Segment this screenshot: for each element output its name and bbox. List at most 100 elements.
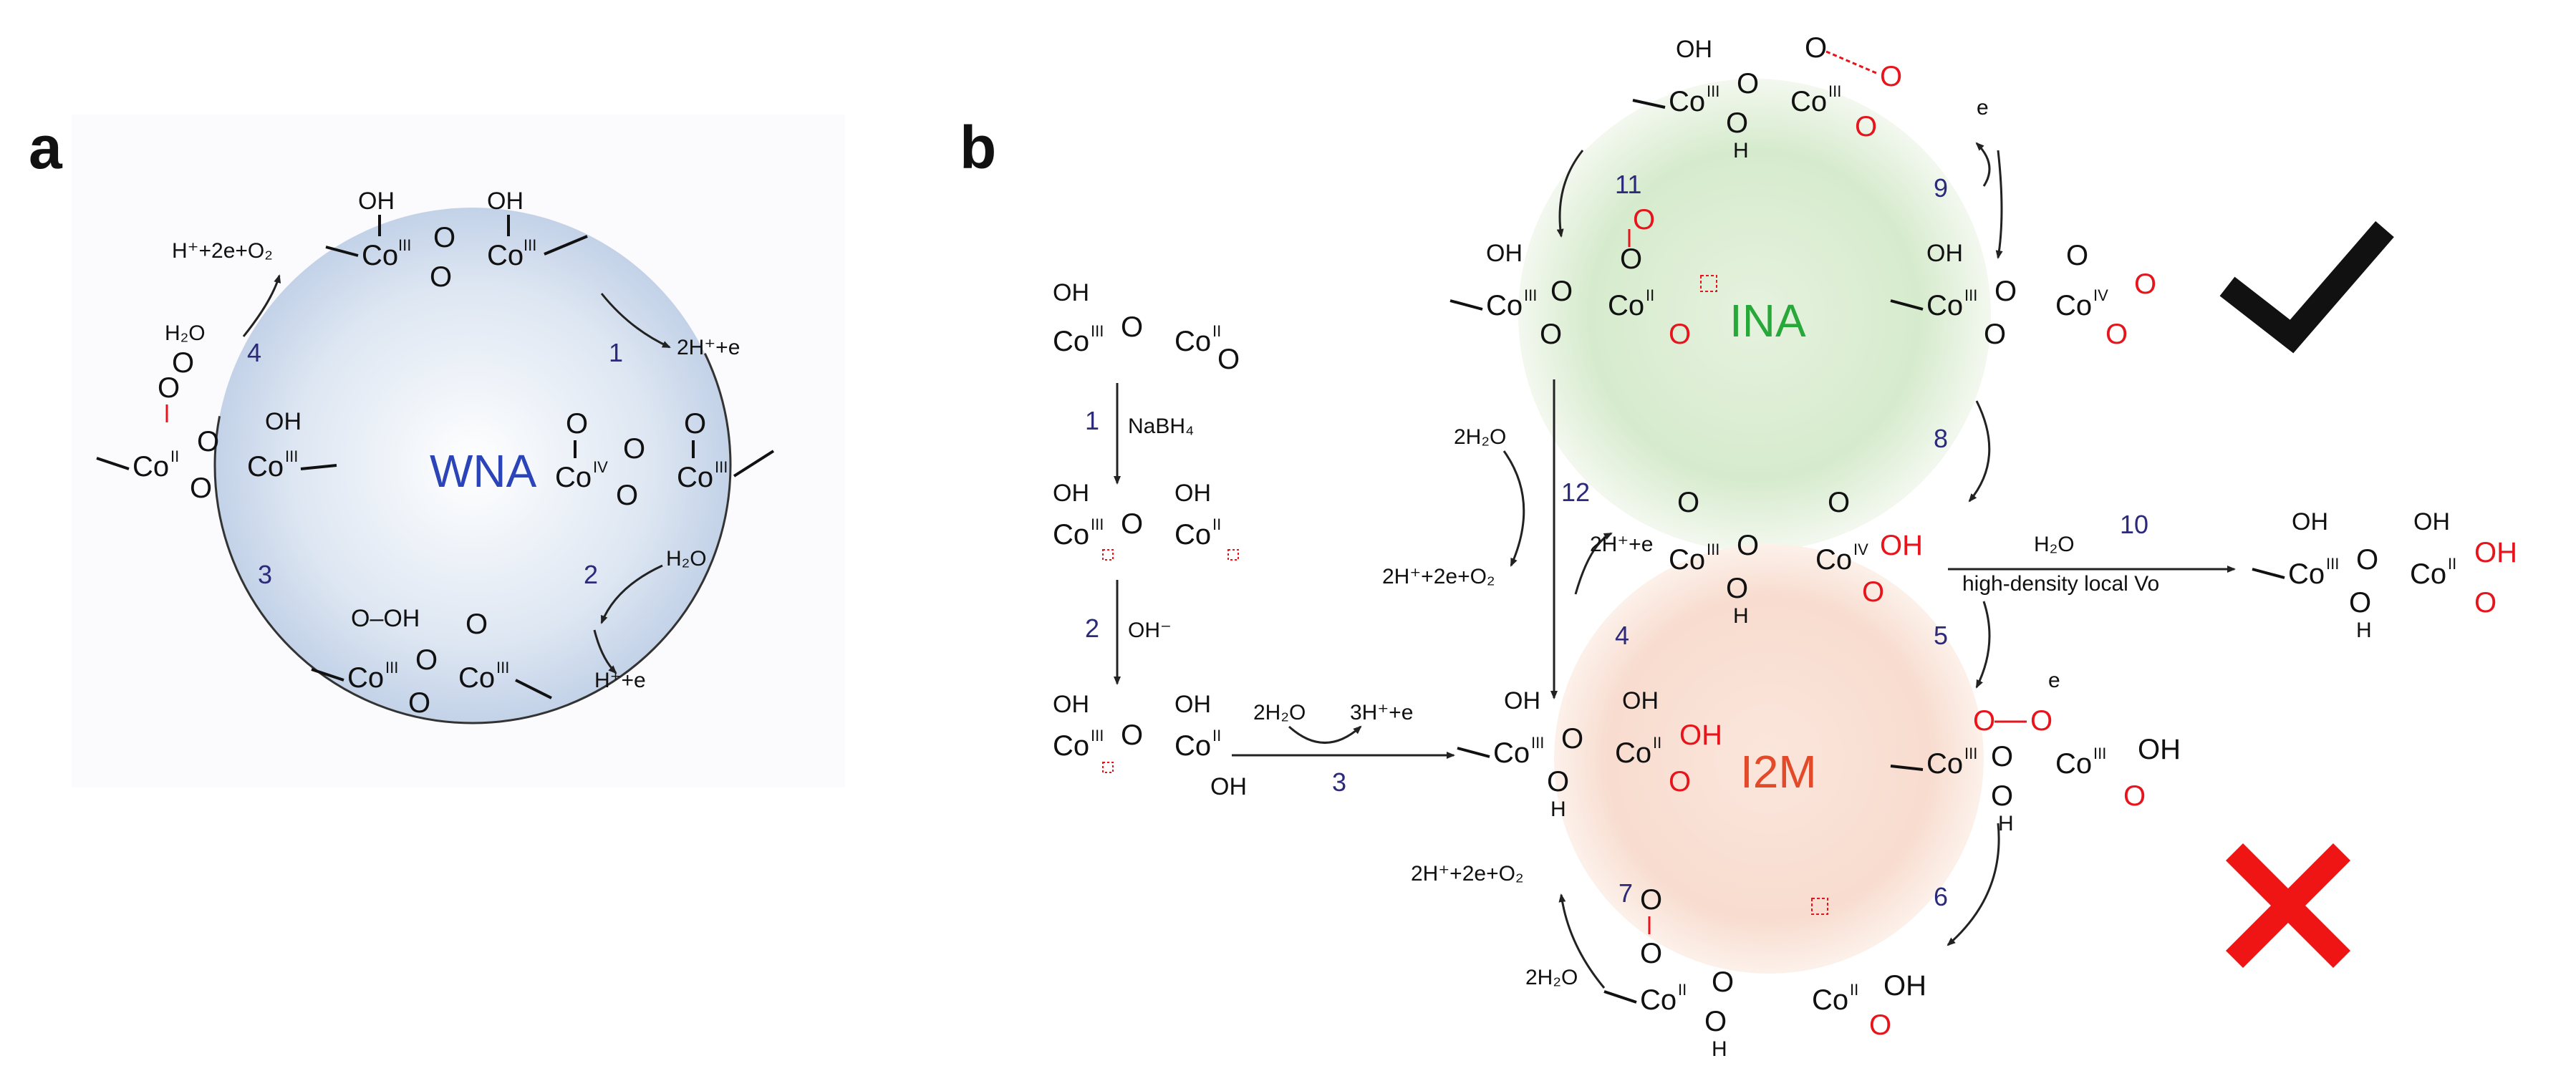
ina-right-co-2: Co (2055, 290, 2092, 321)
i2m-bottom-co-2: Co (1812, 984, 1848, 1016)
ina-arc-9 (1995, 150, 2003, 259)
wna-out-1: 2H⁺+e (677, 336, 740, 359)
i2m-arc-7 (1558, 893, 1606, 989)
ina-right-o-bridge-1: O (1994, 276, 2017, 307)
prep-step-3: 3 (1332, 767, 1346, 797)
i2m-bottom-co-1: Co (1640, 984, 1677, 1016)
i2m-out-7: 2H⁺+2e+O₂ (1411, 862, 1524, 886)
i2m-step-5: 5 (1934, 621, 1948, 650)
i2m-left-dimer: OH OH Co III O O H Co II OH O (1457, 687, 1722, 821)
prep2-vacancy-2 (1227, 549, 1239, 561)
prep3-co-1: Co (1053, 730, 1089, 762)
wna-left-dimer: O O OH Co II O O Co III (96, 347, 337, 504)
ina-left-ox-1: III (1524, 286, 1537, 304)
ina-left-o-1: O (1620, 243, 1642, 275)
wna-left-o-1: O (158, 372, 180, 404)
wna-arrow-2-in (600, 564, 663, 624)
wna-arrow-4-out (242, 274, 281, 337)
prep2-ox-2: II (1212, 515, 1221, 533)
i2m-right-co-1: Co (1926, 748, 1963, 780)
product-co-2: Co (2410, 558, 2446, 590)
prep3-oh-3: OH (1210, 773, 1247, 800)
ina-left-o-bridge-2: O (1540, 319, 1562, 350)
wna-top-dimer: OH OH Co III O O Co III (325, 188, 588, 293)
product-o-bridge-2: O (2349, 587, 2371, 619)
product-co-1: Co (2288, 558, 2325, 590)
wna-arrow-1-out (600, 293, 671, 349)
ina-top-co-1: Co (1669, 86, 1705, 117)
i2m-step-4: 4 (1615, 621, 1629, 650)
ina-out-11: 2H⁺+2e+O₂ (1382, 565, 1495, 588)
ina-arc-9-out (1975, 142, 1991, 187)
i2m-right-oh: OH (2138, 734, 2181, 765)
ina-right-co-1: Co (1926, 290, 1963, 321)
i2m-bottom-ox-2: II (1850, 981, 1858, 999)
prep3-o-bridge: O (1121, 719, 1143, 751)
central-o-oxo: O (1828, 487, 1850, 518)
wna-step-4: 4 (247, 338, 261, 367)
central-o-red: O (1862, 576, 1884, 608)
prep1-o-bridge: O (1121, 311, 1143, 343)
prep-arrow-3-side (1288, 725, 1362, 744)
wna-left-ox-2: III (285, 447, 298, 465)
ina-top-h: H (1733, 139, 1749, 163)
central-ox-1: III (1707, 540, 1719, 558)
i2m-right-dimer: O O Co III O O H Co III OH O (1890, 705, 2181, 835)
central-o-minus: O (1677, 487, 1699, 518)
ina-left-o-bridge-1: O (1550, 276, 1573, 307)
wna-right-co-2: Co (677, 462, 713, 493)
i2m-bottom-o-1: O (1640, 938, 1662, 969)
i2m-right-o-peroxo-1: O (1973, 705, 1995, 737)
wna-right-o-bridge-2: O (616, 480, 638, 511)
ina-right-o-bridge-2: O (1984, 319, 2006, 350)
step12-h2o: H₂O (2034, 533, 2075, 556)
central-co-1: Co (1669, 544, 1705, 576)
wna-bottom-o-bridge-2: O (408, 687, 430, 719)
wna-left-o-bridge-1: O (197, 426, 219, 457)
wna-step-3: 3 (258, 560, 272, 589)
prep2-co-1: Co (1053, 519, 1089, 551)
panel-b-letter: b (960, 114, 996, 181)
wna-right-co-1: Co (555, 462, 592, 493)
i2m-bottom-o-red: O (1869, 1009, 1891, 1041)
wna-bottom-ooh: O–OH (351, 605, 420, 632)
ina-step-10: 11 (1615, 170, 1641, 199)
i2m-left-co-1: Co (1493, 737, 1530, 769)
wna-bottom-ox-1: III (385, 659, 398, 677)
prep3-oh-2: OH (1174, 691, 1211, 718)
i2m-left-o-bridge-2: O (1547, 766, 1569, 798)
i2m-left-o-bridge-1: O (1561, 723, 1583, 755)
wna-right-ox-1: IV (593, 458, 608, 476)
prep1-oh: OH (1053, 279, 1089, 306)
i2m-right-o-red: O (2123, 780, 2146, 812)
ina-step-9: 9 (1934, 173, 1948, 203)
wna-out-2: H⁺+e (594, 669, 646, 692)
ina-top-o-bridge-2: O (1726, 107, 1748, 139)
ina-right-o-red: O (2105, 319, 2128, 350)
i2m-arc-5 (1975, 601, 1991, 689)
i2m-out-5: e (2048, 669, 2060, 692)
ina-arrow-11-side (1502, 450, 1525, 567)
prep1-co-1: Co (1053, 326, 1089, 357)
i2m-bottom-ox-1: II (1678, 981, 1687, 999)
wna-right-o-top: O (566, 408, 588, 440)
panel-a-letter: a (29, 114, 63, 181)
wna-top-ox-2: III (524, 236, 536, 254)
ina-right-ox-2: IV (2093, 286, 2108, 304)
i2m-h2o-7: 2H₂O (1525, 966, 1578, 989)
ina-arc-10 (1556, 150, 1584, 238)
i2m-bottom-oh: OH (1883, 970, 1926, 1002)
ina-top-ox-1: III (1707, 82, 1719, 100)
prep2-oh-2: OH (1174, 480, 1211, 507)
prep2-ox-1: III (1091, 515, 1104, 533)
ina-left-o-red: O (1669, 319, 1691, 350)
wna-top-oh-1: OH (358, 188, 395, 215)
i2m-bottom-dimer: O O Co II O O H Co II OH O (1603, 884, 1926, 1061)
prep-three-h-e: 3H⁺+e (1350, 701, 1413, 724)
wna-cycle-ring (213, 206, 732, 724)
i2m-arc-6 (1947, 823, 2000, 946)
prep1-ox-1: III (1091, 322, 1104, 340)
prep-oh: OH⁻ (1128, 619, 1172, 642)
i2m-right-o-peroxo-2: O (2030, 705, 2052, 737)
